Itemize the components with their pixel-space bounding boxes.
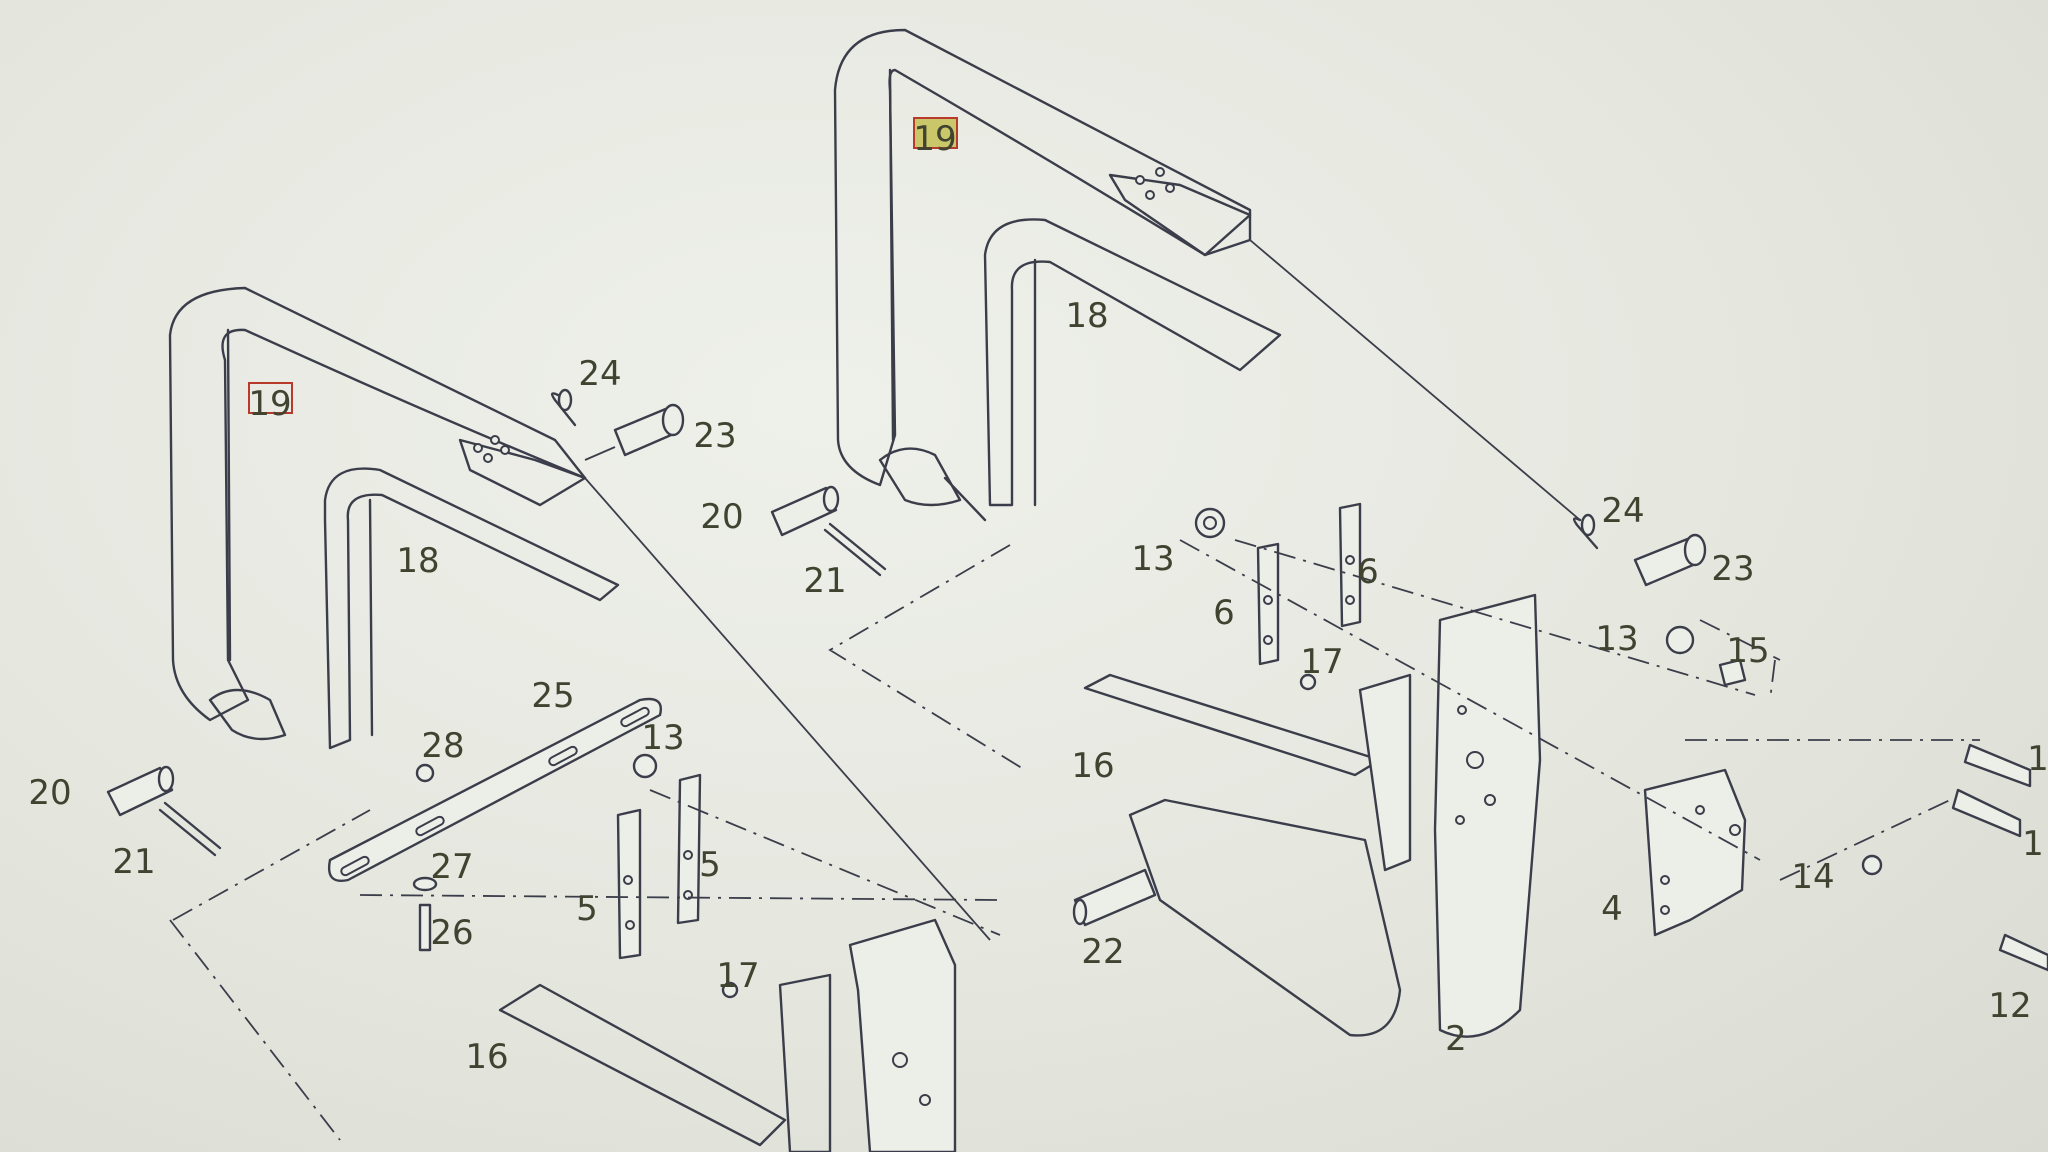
bracket-plate-left (327, 697, 662, 882)
callout-label-2: 2 (1445, 1019, 1467, 1059)
callout-label-19: 19 (248, 384, 291, 424)
callout-label-16: 16 (465, 1037, 508, 1077)
callout-label-13: 13 (1131, 539, 1174, 579)
bolt-washer-nut-left (412, 753, 658, 952)
callout-label-20: 20 (28, 773, 71, 813)
bracket-right (1643, 625, 1883, 937)
callout-label-15: 15 (1726, 631, 1769, 671)
callout-label-25: 25 (531, 676, 574, 716)
callout-label-4: 4 (1601, 889, 1623, 929)
callout-label-21: 21 (803, 561, 846, 601)
callout-label-21: 21 (112, 842, 155, 882)
callout-label-27: 27 (430, 847, 473, 887)
support-lower-left (498, 918, 957, 1152)
callout-label-5: 5 (576, 889, 598, 929)
mudguard-support-center (1072, 593, 1542, 1038)
callout-label-20: 20 (700, 497, 743, 537)
callout-label-23: 23 (1711, 549, 1754, 589)
callout-label-17: 17 (1300, 642, 1343, 682)
callout-label-18: 18 (396, 541, 439, 581)
callout-label-1: 1 (2022, 824, 2044, 864)
callout-label-6: 6 (1213, 593, 1235, 633)
centerline-center (828, 539, 1980, 881)
callout-label-1: 1 (2027, 739, 2048, 779)
callout-label-13: 13 (641, 718, 684, 758)
fender-strap-left (323, 467, 620, 750)
callout-label-6: 6 (1357, 552, 1379, 592)
links-left (616, 773, 702, 960)
callout-label-26: 26 (430, 913, 473, 953)
callout-label-17: 17 (716, 956, 759, 996)
fender-arch-left (168, 286, 587, 741)
callout-label-28: 28 (421, 726, 464, 766)
bolts-far-right (1951, 743, 2048, 972)
callout-label-18: 18 (1065, 296, 1108, 336)
pin-left-lower (106, 765, 222, 857)
callout-highlight-box (913, 117, 958, 149)
callout-highlight-box (248, 382, 293, 414)
callout-label-19: 19 (913, 119, 956, 159)
callout-label-14: 14 (1791, 857, 1834, 897)
callout-label-5: 5 (699, 845, 721, 885)
callout-label-23: 23 (693, 416, 736, 456)
callout-label-24: 24 (578, 354, 621, 394)
fender-strap-center (983, 218, 1282, 507)
pin-and-clip-left (550, 388, 685, 461)
callout-label-22: 22 (1081, 932, 1124, 972)
pin-and-clip-right (1572, 513, 1707, 587)
pin-and-clip-center (770, 476, 987, 577)
callout-label-12: 12 (1988, 986, 2031, 1026)
callout-label-13: 13 (1595, 619, 1638, 659)
centerline-left (169, 809, 1001, 1141)
nut-and-links-center (1194, 502, 1362, 691)
callout-label-24: 24 (1601, 491, 1644, 531)
fender-arch-center (833, 28, 1252, 507)
callout-label-16: 16 (1071, 746, 1114, 786)
